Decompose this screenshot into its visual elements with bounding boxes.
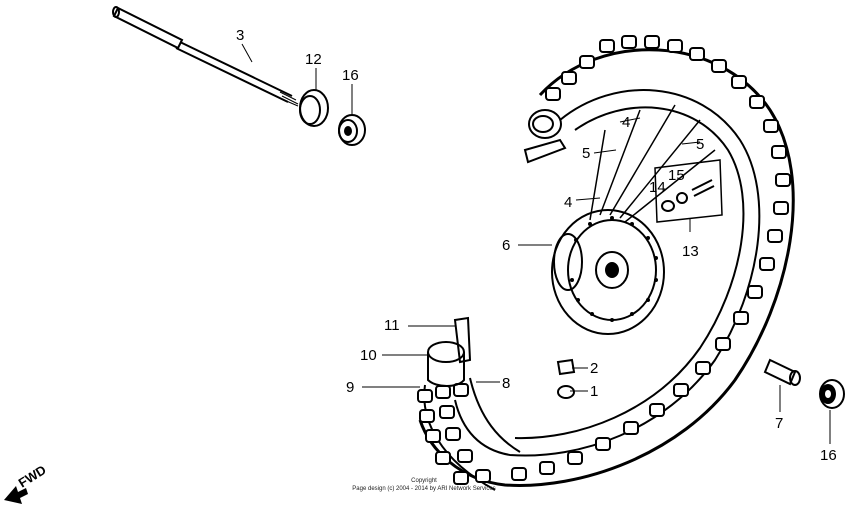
tire[interactable] <box>418 35 795 487</box>
spoke-nipple-1[interactable] <box>557 385 575 399</box>
hub[interactable] <box>551 209 665 335</box>
collar-16-bottom[interactable] <box>819 379 845 409</box>
copyright-line1: Copyright <box>411 478 437 484</box>
callout-2: 2 <box>590 360 598 377</box>
callout-9: 9 <box>346 379 354 396</box>
callout-15: 15 <box>668 167 685 184</box>
callout-16-top: 16 <box>342 67 359 84</box>
callout-7: 7 <box>775 415 783 432</box>
callout-1: 1 <box>590 383 598 400</box>
callouts: 3 12 16 4 5 5 15 14 4 6 13 11 10 2 9 8 1… <box>236 27 837 464</box>
hub-holes <box>570 216 658 322</box>
callout-14: 14 <box>649 179 666 196</box>
spokes[interactable] <box>589 104 716 223</box>
fwd-indicator: FWD <box>4 462 49 504</box>
tread-blocks <box>511 35 791 481</box>
callout-16-bottom: 16 <box>820 447 837 464</box>
callout-13: 12 <box>305 51 322 68</box>
spoke-nipple-2[interactable] <box>556 358 576 376</box>
callout-8: 8 <box>502 375 510 392</box>
callout-4-top: 4 <box>622 114 630 131</box>
callout-10: 10 <box>360 347 377 364</box>
collar-16-top[interactable] <box>338 114 366 146</box>
tire-cutaway-top <box>523 109 567 164</box>
copyright-notice: Copyright Page design (c) 2004 - 2014 by… <box>352 478 495 492</box>
copyright-line2: Page design (c) 2004 - 2014 by ARI Netwo… <box>352 486 495 492</box>
callout-6: 6 <box>502 237 510 254</box>
arrow-left-down-icon <box>4 486 28 504</box>
rim-flap-tab[interactable] <box>453 316 472 364</box>
collar-7[interactable] <box>763 358 801 386</box>
leader-lines <box>241 43 831 444</box>
fwd-label: FWD <box>16 462 49 490</box>
callout-11: 11 <box>384 317 400 334</box>
axle[interactable] <box>112 6 299 107</box>
callout-5-left: 5 <box>582 145 590 162</box>
callout-4-mid: 4 <box>564 194 572 211</box>
callout-3: 3 <box>236 27 244 44</box>
valve-assembly[interactable] <box>654 159 723 223</box>
callout-5-right: 5 <box>696 136 704 153</box>
bearing-13[interactable] <box>299 89 329 127</box>
tube-section[interactable] <box>417 377 521 491</box>
callout-12: 13 <box>682 243 699 260</box>
rim-band[interactable] <box>427 341 465 387</box>
